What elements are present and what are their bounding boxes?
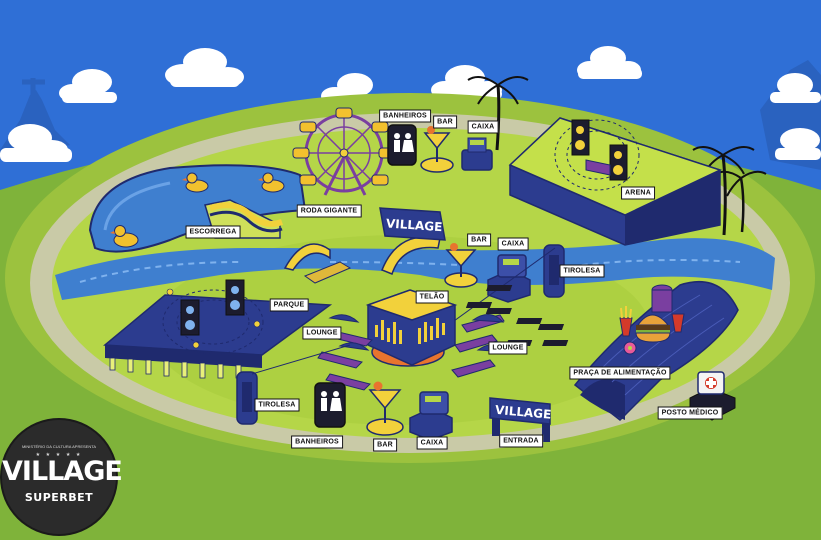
label-tirolesa-right: TIROLESA [559, 264, 605, 278]
palm-tree-icon [692, 145, 755, 236]
burger-icon [635, 314, 671, 343]
lake-ripple [103, 181, 171, 231]
big-screen-telao [365, 289, 458, 367]
speaker-icon [180, 299, 200, 336]
village-entrance-gate: VILLAGE [489, 397, 552, 442]
label-entrada: ENTRADA [499, 434, 543, 448]
bridge-left [283, 243, 352, 284]
cloud [577, 46, 642, 79]
cloud [775, 128, 821, 160]
label-caixa-top: CAIXA [467, 120, 499, 134]
cash-register-icon [461, 137, 493, 171]
label-caixa-bottom: CAIXA [416, 436, 448, 450]
restroom-icon [314, 382, 346, 428]
rubber-duck-icon [258, 172, 285, 193]
label-roda-gigante: RODA GIGANTE [296, 204, 362, 218]
logo-stars: ★ ★ ★ ★ ★ [35, 452, 83, 458]
cocktail-icon [366, 381, 404, 436]
logo-brand: SUPERBET [24, 491, 94, 504]
palm-tree-icon [467, 75, 529, 151]
zipline-cable [251, 344, 351, 375]
cloud [165, 48, 244, 87]
village-entrance-text: VILLAGE [494, 403, 551, 422]
label-bar-mid: BAR [467, 233, 491, 247]
cloud [770, 73, 821, 103]
clouds [0, 46, 821, 162]
rubber-duck-icon [182, 172, 209, 193]
label-parque: PARQUE [269, 298, 309, 312]
village-superbet-logo: MINISTÉRIO DA CULTURA APRESENTA ★ ★ ★ ★ … [2, 420, 123, 534]
label-praca-alimentacao: PRAÇA DE ALIMENTAÇÃO [569, 366, 671, 380]
cloud [59, 69, 117, 103]
label-telao: TELÃO [415, 290, 449, 304]
label-caixa-mid: CAIXA [497, 237, 529, 251]
zipline-tower [236, 371, 258, 425]
village-sign-top: VILLAGE [379, 207, 446, 241]
label-lounge-right: LOUNGE [488, 341, 528, 355]
bridge-center [381, 236, 441, 275]
logo-subtitle: MINISTÉRIO DA CULTURA APRESENTA [21, 444, 97, 449]
cocktail-icon [444, 243, 478, 288]
speaker-icon [225, 279, 245, 316]
ferris-wheel-icon [292, 107, 396, 196]
dj-booth [585, 159, 611, 176]
label-bar-top: BAR [433, 115, 457, 129]
cocktail-icon [420, 126, 454, 173]
restroom-icon [387, 124, 417, 166]
donut-icon [623, 341, 637, 355]
label-banheiros-bottom: BANHEIROS [291, 435, 343, 449]
label-tirolesa-left: TIROLESA [254, 398, 300, 412]
logo-name: VILLAGE [2, 456, 123, 487]
label-arena: ARENA [621, 186, 655, 200]
statue-silhouette [22, 78, 45, 115]
speaker-icon [571, 119, 590, 156]
river [55, 238, 775, 300]
label-bar-bottom: BAR [373, 438, 397, 452]
label-escorrega: ESCORREGA [185, 225, 241, 239]
label-posto-medico: POSTO MÉDICO [657, 406, 723, 420]
cash-register-icon [409, 391, 453, 441]
soda-cup-icon [651, 284, 673, 313]
lake [88, 164, 307, 253]
fries-icon [619, 306, 685, 337]
music-note-icons [166, 288, 261, 349]
cloud [0, 124, 72, 162]
village-sign-top-text: VILLAGE [386, 216, 443, 234]
palm-tree-icon [715, 170, 767, 233]
label-banheiros-top: BANHEIROS [379, 109, 431, 123]
label-lounge-left: LOUNGE [302, 326, 342, 340]
speaker-icon [609, 144, 628, 181]
rubber-duck-icon [110, 225, 139, 248]
